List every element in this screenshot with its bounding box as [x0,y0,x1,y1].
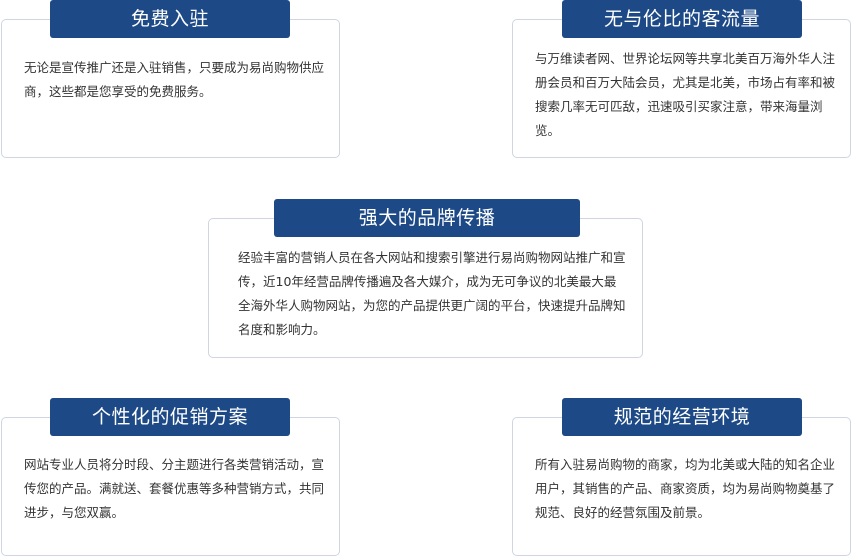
feature-card-border [512,19,851,158]
feature-card-border [208,218,643,358]
feature-card-border [1,19,340,158]
feature-description: 所有入驻易尚购物的商家，均为北美或大陆的知名企业用户，其销售的产品、商家资质，均… [535,457,836,520]
feature-title: 个性化的促销方案 [50,398,290,436]
feature-title: 免费入驻 [50,0,290,38]
feature-description: 无论是宣传推广还是入驻销售，只要成为易尚购物供应商，这些都是您享受的免费服务。 [24,60,325,99]
feature-description: 与万维读者网、世界论坛网等共享北美百万海外华人注册会员和百万大陆会员，尤其是北美… [535,51,836,138]
feature-description: 经验丰富的营销人员在各大网站和搜索引擎进行易尚购物网站推广和宣传，近10年经营品… [238,250,626,337]
feature-description: 网站专业人员将分时段、分主题进行各类营销活动，宣传您的产品。满就送、套餐优惠等多… [24,457,325,520]
feature-title: 强大的品牌传播 [274,199,580,237]
feature-card-border [512,417,851,556]
feature-title: 规范的经营环境 [562,398,802,436]
feature-title: 无与伦比的客流量 [562,0,802,38]
